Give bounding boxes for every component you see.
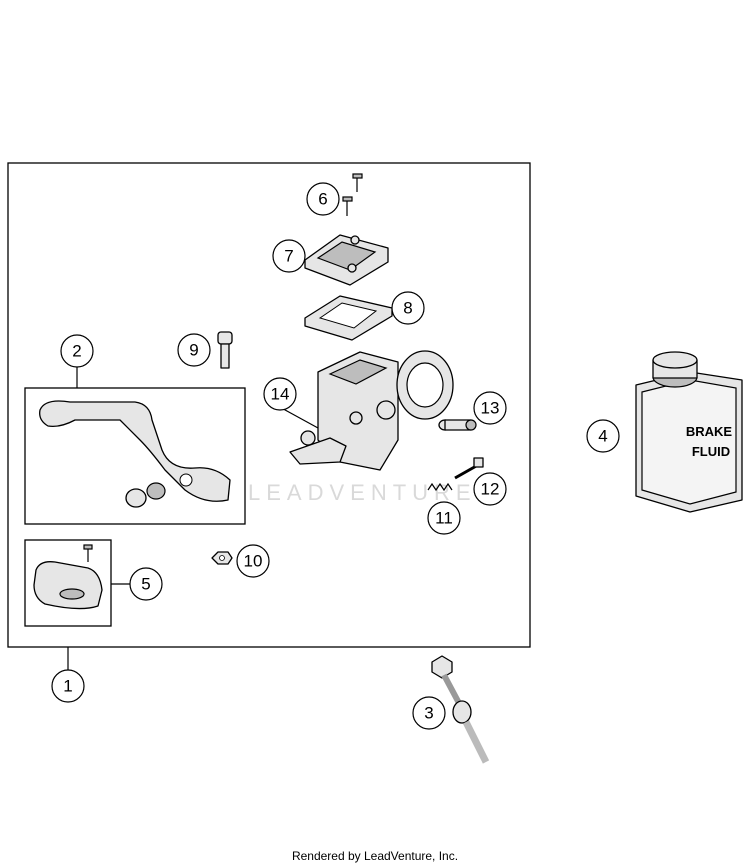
- brake-fluid-bottle-part-4: BRAKE FLUID: [635, 351, 743, 513]
- callout-1[interactable]: 1: [51, 669, 85, 703]
- pin-part-13: [438, 419, 477, 431]
- callout-6[interactable]: 6: [306, 182, 340, 216]
- assembly-frame: [7, 162, 531, 648]
- gasket-part-8: [304, 295, 393, 341]
- callout-2[interactable]: 2: [60, 334, 94, 368]
- callout-13[interactable]: 13: [473, 391, 507, 425]
- callout-11[interactable]: 11: [427, 501, 461, 535]
- svg-text:6: 6: [318, 190, 327, 209]
- svg-text:11: 11: [435, 509, 453, 528]
- callout-8[interactable]: 8: [391, 291, 425, 325]
- callout-14[interactable]: 14: [263, 377, 297, 411]
- svg-text:12: 12: [481, 480, 500, 499]
- svg-text:3: 3: [424, 704, 433, 723]
- svg-text:13: 13: [481, 399, 500, 418]
- callout-10[interactable]: 10: [236, 544, 270, 578]
- master-cylinder-body: [289, 350, 454, 471]
- callout-9[interactable]: 9: [177, 333, 211, 367]
- svg-text:4: 4: [598, 427, 607, 446]
- nut-part-10: [211, 551, 233, 565]
- svg-text:2: 2: [72, 342, 81, 361]
- svg-text:7: 7: [284, 247, 293, 266]
- hose-part-3: [431, 655, 490, 764]
- svg-text:10: 10: [244, 552, 263, 571]
- callout-4[interactable]: 4: [586, 419, 620, 453]
- bottle-label-fluid: FLUID: [692, 444, 730, 459]
- callout-5[interactable]: 5: [129, 567, 163, 601]
- bolt-part-12: [454, 457, 484, 480]
- svg-text:14: 14: [271, 385, 290, 404]
- cover-subframe: [24, 539, 112, 627]
- svg-text:5: 5: [141, 575, 150, 594]
- lever-subframe: [24, 387, 246, 525]
- svg-text:1: 1: [63, 677, 72, 696]
- lever-part-2: [39, 400, 231, 508]
- bolt-part-9: [217, 331, 233, 369]
- footer-credit: Rendered by LeadVenture, Inc.: [291, 849, 459, 863]
- reservoir-cover-part-7: [304, 234, 389, 286]
- callout-7[interactable]: 7: [272, 239, 306, 273]
- svg-text:8: 8: [403, 299, 412, 318]
- spring-part-11: [427, 482, 453, 492]
- watermark-text: LEADVENTURE: [248, 480, 477, 505]
- screws-part-6: [342, 173, 363, 216]
- cover-part-5: [33, 544, 103, 610]
- callout-3[interactable]: 3: [412, 696, 446, 730]
- bottle-label-brake: BRAKE: [686, 424, 733, 439]
- svg-text:9: 9: [189, 341, 198, 360]
- callout-12[interactable]: 12: [473, 472, 507, 506]
